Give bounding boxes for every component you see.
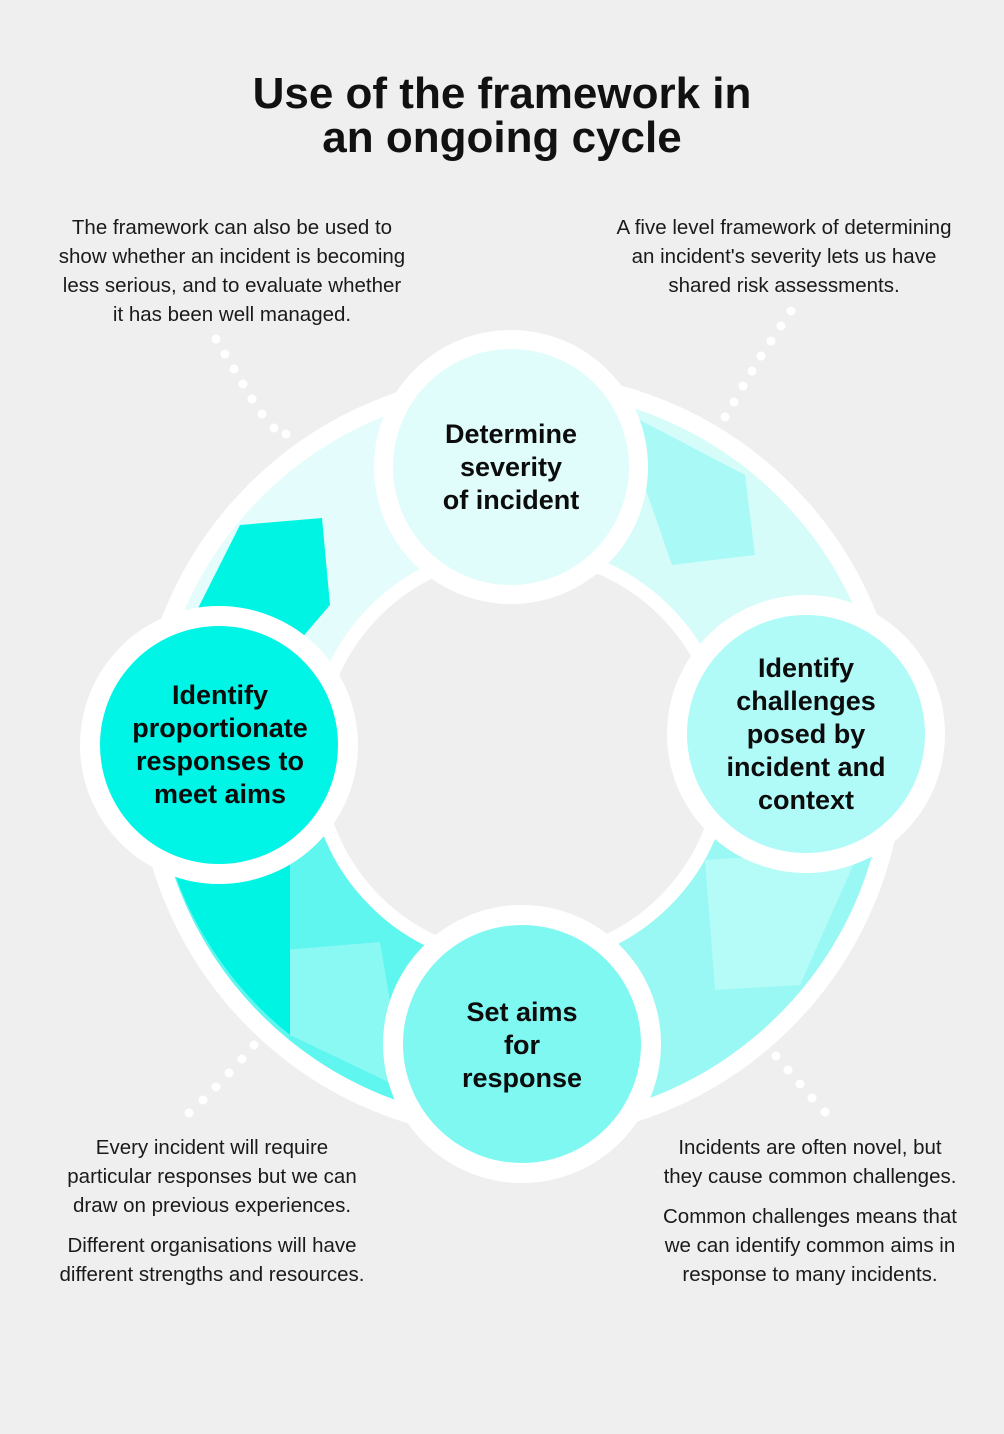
dotted-connector-bottom-right — [771, 1051, 830, 1117]
note-line: shared risk assessments. — [668, 274, 900, 297]
dotted-connector-bottom-left — [184, 1040, 259, 1118]
note-line: Common challenges means that — [663, 1205, 957, 1228]
node-line: responses to — [135, 746, 305, 776]
note-line: less serious, and to evaluate whether — [62, 274, 402, 297]
dotted-connector-top-right — [720, 306, 796, 422]
note-line: different strengths and resources. — [59, 1263, 365, 1286]
node-line: posed by — [746, 718, 866, 749]
node-identify-challenges — [667, 595, 945, 873]
node-set-aims — [383, 905, 661, 1183]
node-line: proportionate — [132, 713, 308, 743]
node-line: Set aims — [466, 996, 578, 1027]
node-line: severity — [459, 451, 563, 482]
note-line: draw on previous experiences. — [72, 1194, 352, 1217]
node-line: challenges — [736, 685, 876, 716]
dotted-connector-top-left — [211, 334, 291, 439]
note-bottom-left: Every incident will require particular r… — [22, 1133, 402, 1289]
note-line: particular responses but we can — [67, 1165, 357, 1188]
node-label-set-aims: Set aims for response — [412, 970, 632, 1120]
node-label-identify-responses: Identify proportionate responses to meet… — [104, 665, 336, 825]
node-line: meet aims — [153, 779, 287, 809]
node-line: Identify — [757, 652, 854, 683]
node-line: for — [504, 1029, 540, 1060]
node-line: Determine — [444, 418, 578, 449]
note-line: show whether an incident is becoming — [58, 245, 406, 268]
note-line: Different organisations will have — [67, 1234, 357, 1257]
arrow-right — [705, 850, 860, 990]
note-line: they cause common challenges. — [663, 1165, 957, 1188]
note-line: A five level framework of determining — [616, 216, 952, 239]
note-line: The framework can also be used to — [71, 216, 393, 239]
node-determine-severity — [374, 330, 648, 604]
note-top-left: The framework can also be used to show w… — [22, 213, 442, 329]
note-bottom-right: Incidents are often novel, but they caus… — [625, 1133, 995, 1289]
note-line: Incidents are often novel, but — [678, 1136, 942, 1159]
node-line: Identify — [171, 680, 268, 710]
arrow-bottom — [283, 942, 405, 1090]
note-line: response to many incidents. — [682, 1263, 938, 1286]
node-line: incident and — [726, 751, 886, 782]
node-label-determine-severity: Determine severity of incident — [401, 385, 621, 549]
arrow-top-right — [618, 410, 755, 565]
node-line: response — [461, 1062, 583, 1093]
arc-bottom-left-fill — [170, 860, 290, 1035]
title-line-1: Use of the framework in — [252, 69, 752, 118]
title-line-2: an ongoing cycle — [322, 113, 682, 162]
node-line: of incident — [442, 484, 580, 515]
note-top-right: A five level framework of determining an… — [585, 213, 983, 300]
note-line: it has been well managed. — [112, 303, 352, 326]
page-title: Use of the framework in an ongoing cycle — [0, 72, 1004, 160]
node-label-identify-challenges: Identify challenges posed by incident an… — [696, 640, 916, 828]
node-identify-responses — [80, 606, 358, 884]
note-line: an incident's severity lets us have — [631, 245, 937, 268]
note-line: we can identify common aims in — [664, 1234, 956, 1257]
node-line: context — [757, 784, 854, 815]
note-line: Every incident will require — [95, 1136, 329, 1159]
